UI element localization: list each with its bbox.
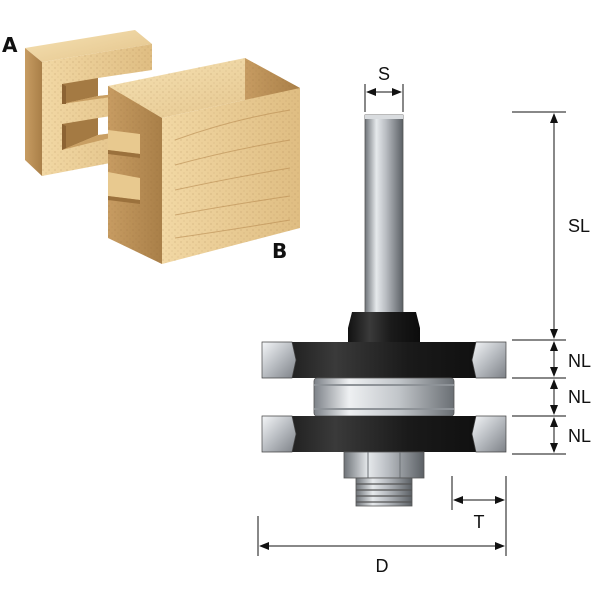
- label-diameter: D: [376, 556, 389, 576]
- lower-cutter: [261, 415, 507, 453]
- label-shank: S: [378, 64, 390, 84]
- label-bearing: NL: [568, 387, 591, 407]
- bearing: [313, 377, 455, 417]
- shank: [364, 114, 404, 326]
- wood-block-b: [108, 58, 300, 264]
- router-bit: [261, 114, 507, 507]
- wood-joint-illustration: A B: [2, 30, 300, 264]
- label-tip: T: [474, 512, 485, 532]
- upper-cutter: [261, 341, 507, 379]
- joint-label-a: A: [2, 33, 18, 57]
- dimension-lines: [257, 84, 566, 556]
- label-shank-length: SL: [568, 216, 590, 236]
- joint-label-b: B: [272, 239, 287, 263]
- hex-nut: [343, 451, 425, 479]
- label-cutter-1: NL: [568, 351, 591, 371]
- dimension-labels: S SL NL NL NL T D: [376, 64, 592, 576]
- threaded-arbor: [355, 477, 413, 507]
- collar: [348, 312, 420, 345]
- label-cutter-2: NL: [568, 426, 591, 446]
